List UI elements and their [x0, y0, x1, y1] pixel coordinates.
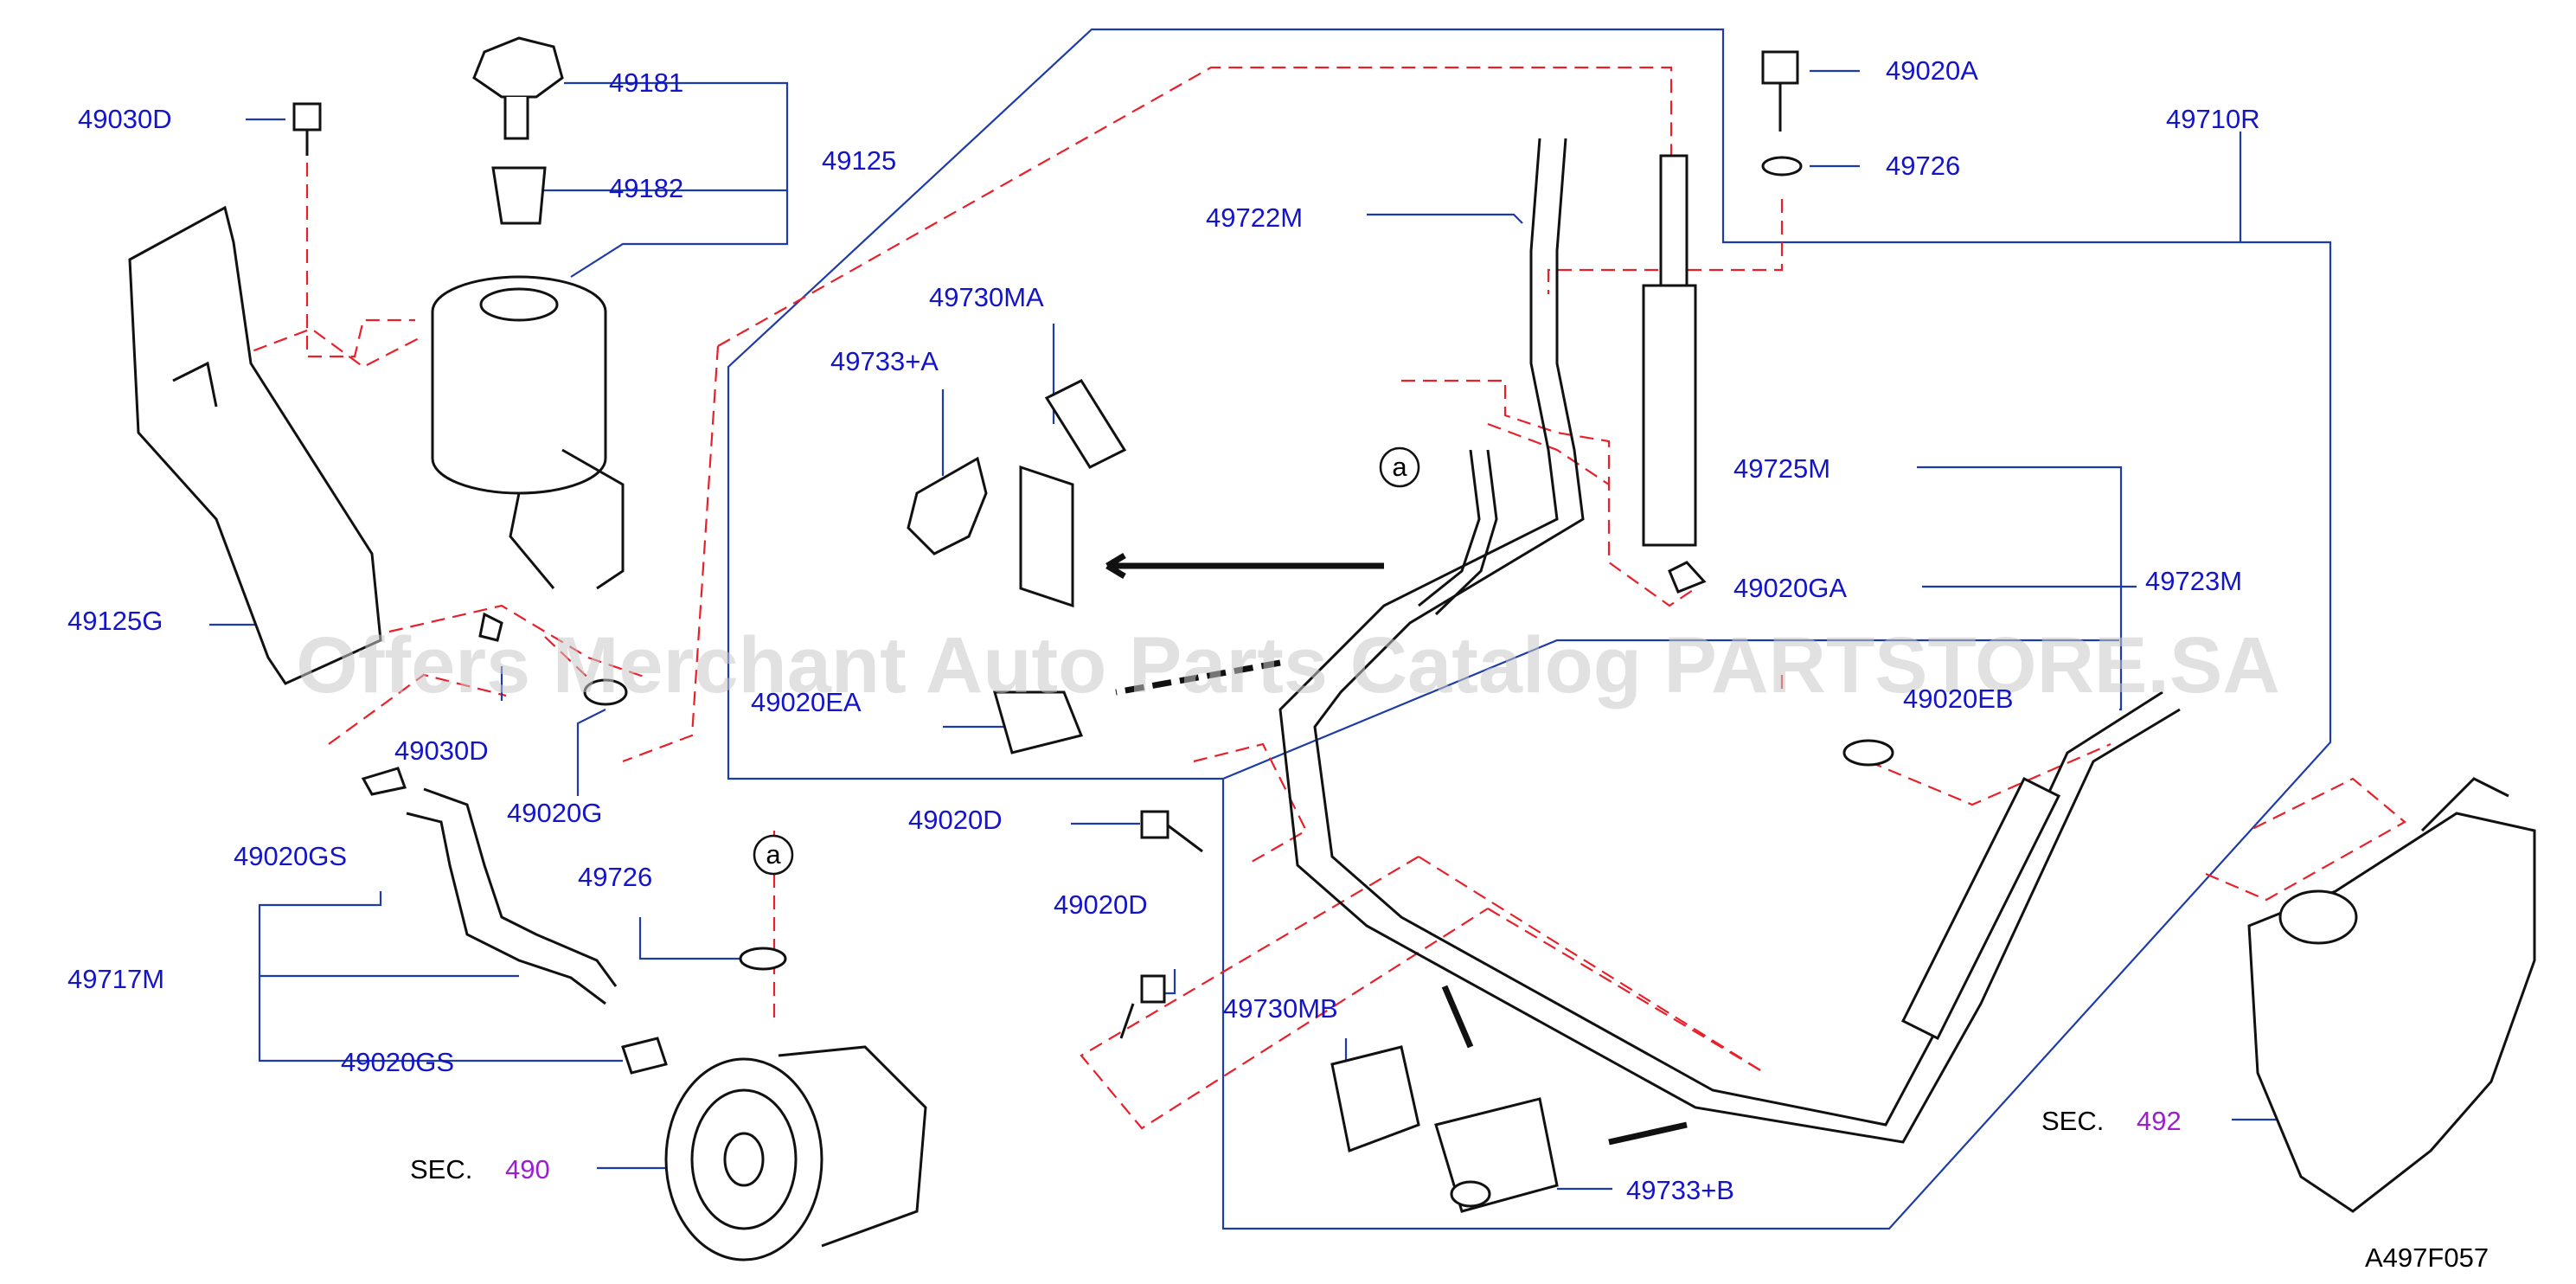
label-49020g[interactable]: 49020G — [507, 798, 602, 828]
clamps-and-insulators — [361, 379, 1894, 1213]
label-49182[interactable]: 49182 — [609, 173, 683, 203]
callout-a-bottom-circle — [753, 834, 794, 876]
reservoir-bracket — [128, 205, 382, 685]
hoses-and-pipes — [406, 138, 2181, 1144]
label-49020eb[interactable]: 49020EB — [1903, 684, 2014, 714]
callout-a-top: a — [1392, 452, 1407, 482]
label-49717m[interactable]: 49717M — [67, 964, 164, 994]
label-49726-right[interactable]: 49726 — [1886, 151, 1960, 181]
label-49726-left[interactable]: 49726 — [578, 862, 652, 892]
label-49020ea[interactable]: 49020EA — [751, 687, 862, 717]
label-49722m[interactable]: 49722M — [1206, 202, 1303, 233]
part-labels: 49030D 49181 49125 49182 49125G 49030D 4… — [67, 55, 2260, 1205]
dashed-assembly-lines — [233, 66, 2406, 1130]
direction-arrows — [1105, 552, 1688, 1146]
section-ref-492[interactable]: 492 — [2137, 1106, 2182, 1136]
label-49020a[interactable]: 49020A — [1886, 55, 1978, 86]
sec-word-right: SEC. — [2041, 1106, 2104, 1136]
label-49710r[interactable]: 49710R — [2166, 104, 2260, 134]
power-steering-pump — [664, 1045, 927, 1262]
figure-code: A497F057 — [2365, 1242, 2489, 1273]
label-49030d-top[interactable]: 49030D — [78, 104, 172, 134]
callout-a-bottom: a — [766, 839, 781, 870]
bolts — [292, 50, 1803, 1039]
label-49730ma[interactable]: 49730MA — [929, 282, 1044, 312]
label-49020gs-bottom[interactable]: 49020GS — [341, 1047, 454, 1077]
label-49730mb[interactable]: 49730MB — [1223, 993, 1338, 1024]
label-49723m[interactable]: 49723M — [2145, 566, 2242, 596]
label-49125g[interactable]: 49125G — [67, 606, 163, 636]
label-49030d-mid[interactable]: 49030D — [394, 735, 489, 766]
label-49125[interactable]: 49125 — [822, 145, 896, 176]
section-ref-490[interactable]: 490 — [505, 1154, 550, 1184]
label-49181[interactable]: 49181 — [609, 67, 683, 98]
callout-a-top-circle — [1379, 446, 1420, 488]
watermark: Offers Merchant Auto Parts Catalog PARTS… — [296, 621, 2280, 709]
label-49733b[interactable]: 49733+B — [1626, 1175, 1734, 1205]
steering-gear-box — [2247, 777, 2536, 1213]
label-49020ga[interactable]: 49020GA — [1733, 573, 1847, 603]
assembly-outlines — [727, 28, 2332, 1230]
label-49020d-mid[interactable]: 49020D — [908, 805, 1003, 835]
label-49020gs-top[interactable]: 49020GS — [234, 841, 347, 871]
label-49020d-low[interactable]: 49020D — [1054, 889, 1148, 920]
sec-word-left: SEC. — [410, 1154, 472, 1184]
label-49733a[interactable]: 49733+A — [830, 346, 939, 376]
section-references: SEC. 490 SEC. 492 — [410, 1106, 2182, 1184]
label-49725m[interactable]: 49725M — [1733, 453, 1830, 484]
reservoir-tank — [431, 36, 625, 590]
